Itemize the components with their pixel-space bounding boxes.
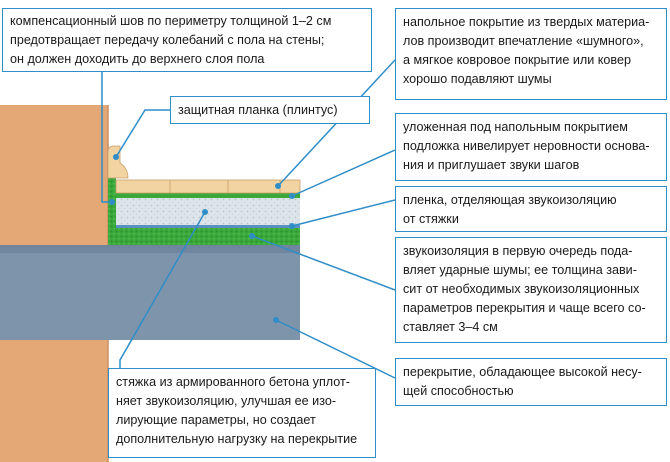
callout-line: звукоизоляция в первую очередь пода- <box>403 244 633 258</box>
callout-line: параметров перекрытия и чаще всего со- <box>403 301 646 315</box>
dot-screed <box>202 209 208 215</box>
callout-line: напольное покрытие из твердых материа- <box>403 15 650 29</box>
callout-slab: перекрытие, обладающее высокой несу- щей… <box>395 358 667 406</box>
underlay-layer <box>116 193 300 198</box>
leader-screed <box>119 211 206 368</box>
callout-line: защитная планка (плинтус) <box>178 103 338 117</box>
dot-floor-covering <box>275 183 281 189</box>
sound-insulation-layer <box>108 228 300 245</box>
callout-line: вляет ударные шумы; ее толщина зави- <box>403 263 637 277</box>
leader-baseboard <box>115 109 170 158</box>
dot-slab <box>273 317 279 323</box>
slab-shade <box>0 245 300 253</box>
callout-line: от стяжки <box>403 212 459 226</box>
callout-line: хорошо подавляют шумы <box>403 72 552 86</box>
callout-line: сит от необходимых звукоизоляционных <box>403 282 640 296</box>
separating-film <box>116 225 300 228</box>
floor-covering-layer <box>115 179 301 194</box>
dot-baseboard <box>113 154 119 160</box>
leader-film <box>291 199 396 227</box>
callout-baseboard: защитная планка (плинтус) <box>170 96 370 124</box>
callout-line: перекрытие, обладающее высокой несу- <box>403 365 642 379</box>
leader-dots <box>109 154 295 323</box>
callout-line: он должен доходить до верхнего слоя пола <box>10 52 265 66</box>
leader-underlay <box>291 149 396 197</box>
leader-sound-insulation <box>251 235 396 291</box>
callout-sound-insulation: звукоизоляция в первую очередь пода- вля… <box>395 237 667 343</box>
callout-line: лов производит впечатление «шумного», <box>403 34 644 48</box>
callout-line: дополнительную нагрузку на перекрытие <box>116 432 358 446</box>
expansion-joint-strip <box>108 175 116 245</box>
callout-line: компенсационный шов по периметру толщино… <box>10 14 332 28</box>
callout-line: предотвращает передачу колебаний с пола … <box>10 33 325 47</box>
callout-line: ния и приглушает звуки шагов <box>403 158 580 172</box>
dot-underlay <box>289 193 295 199</box>
callout-line: лирующие параметры, но создает <box>116 413 316 427</box>
dot-sound-insulation <box>249 233 255 239</box>
screed-texture <box>116 198 300 225</box>
callout-line: щей способностью <box>403 384 514 398</box>
callout-underlay: уложенная под напольным покрытием подлож… <box>395 113 667 181</box>
callout-screed: стяжка из армированного бетона уплот- ня… <box>108 368 376 458</box>
dot-expansion-joint <box>109 199 115 205</box>
callout-line: пленка, отделяющая звукоизоляцию <box>403 193 617 207</box>
callout-line: ставляет 3–4 см <box>403 320 498 334</box>
callout-line: а мягкое ковровое покрытие или ковер <box>403 53 631 67</box>
dot-film <box>289 223 295 229</box>
callout-line: уложенная под напольным покрытием <box>403 120 628 134</box>
callout-film: пленка, отделяющая звукоизоляцию от стяж… <box>395 186 667 232</box>
callout-line: подложка нивелирует неровности основа- <box>403 139 650 153</box>
baseboard <box>107 145 129 179</box>
callout-expansion-joint: компенсационный шов по периметру толщино… <box>2 8 372 72</box>
callout-floor-covering: напольное покрытие из твердых материа- л… <box>395 8 667 100</box>
slab <box>0 245 300 340</box>
callout-line: няет звукоизоляцию, улучшая ее изо- <box>116 394 337 408</box>
callout-line: стяжка из армированного бетона уплот- <box>116 375 350 389</box>
